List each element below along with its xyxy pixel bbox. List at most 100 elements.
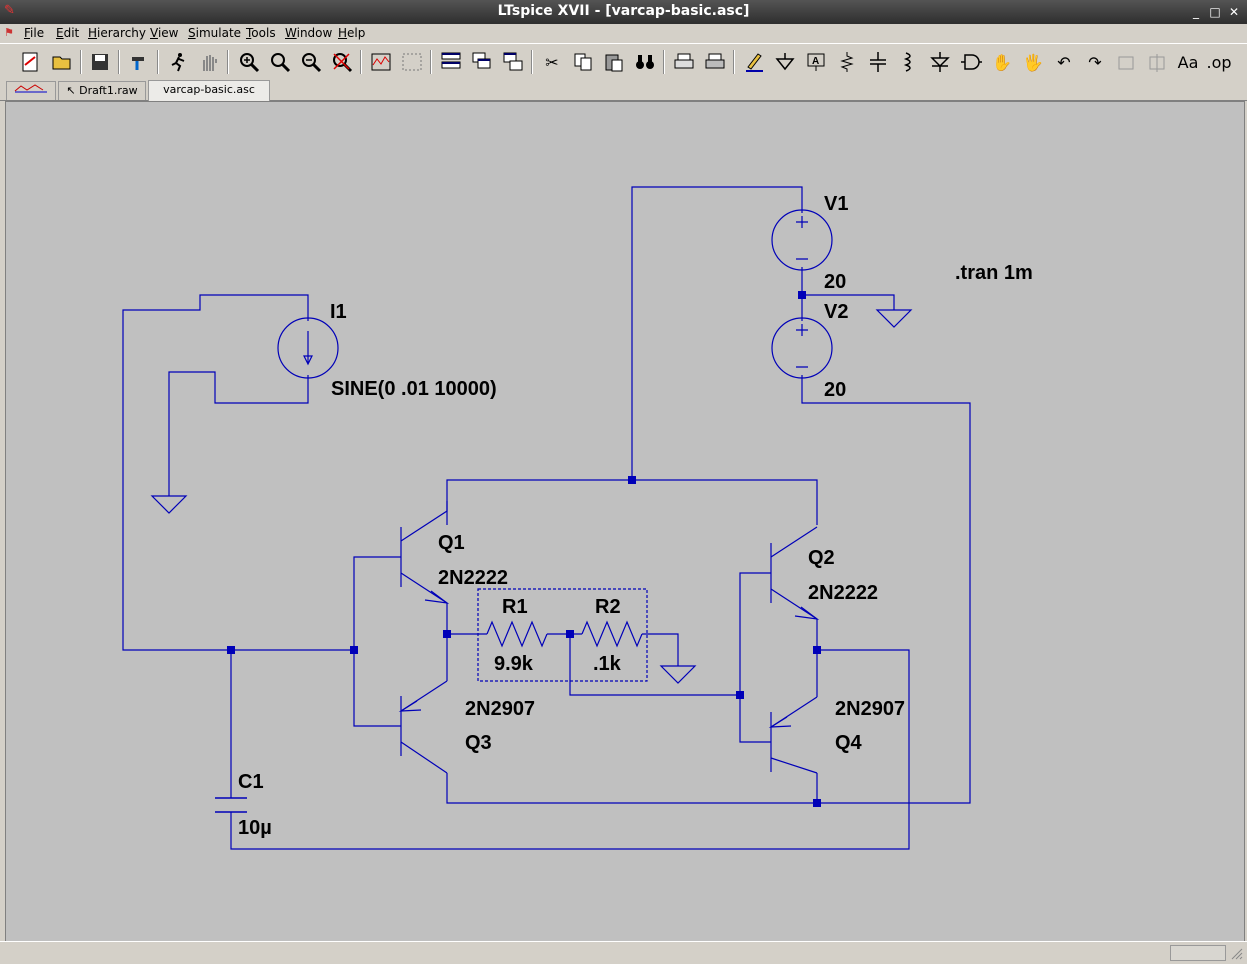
wire[interactable] — [168, 371, 309, 496]
wire[interactable] — [802, 294, 895, 310]
resistor-icon[interactable] — [834, 49, 860, 75]
ground-icon[interactable] — [772, 49, 798, 75]
q2-model[interactable]: 2N2222 — [808, 582, 878, 604]
waveform-icon[interactable] — [368, 49, 394, 75]
capacitor-c1-symbol[interactable] — [215, 797, 247, 813]
menu-window[interactable]: Window — [285, 26, 333, 40]
wire[interactable] — [353, 556, 401, 727]
halt-hand-icon[interactable] — [196, 49, 222, 75]
spice-directive-icon[interactable]: .op — [1206, 52, 1232, 72]
wire[interactable] — [569, 634, 740, 696]
voltage-source-v2-symbol[interactable] — [771, 317, 833, 379]
q3-name[interactable]: Q3 — [465, 732, 492, 754]
voltage-source-v1-symbol[interactable] — [771, 209, 833, 271]
find-binoculars-icon[interactable] — [632, 49, 658, 75]
undo-icon[interactable]: ↶ — [1057, 52, 1071, 72]
zoom-pan-icon[interactable] — [267, 49, 293, 75]
diode-icon[interactable] — [927, 49, 953, 75]
current-source-i1-symbol[interactable] — [277, 317, 339, 379]
transistor-q4-symbol[interactable] — [768, 696, 818, 774]
wire[interactable] — [230, 649, 910, 850]
r1-value[interactable]: 9.9k — [494, 653, 534, 675]
resize-grip-icon[interactable] — [1229, 946, 1243, 960]
label-net-icon[interactable]: A — [803, 49, 829, 75]
r1-name[interactable]: R1 — [502, 596, 528, 618]
wire[interactable] — [739, 572, 771, 743]
menu-file[interactable]: File — [24, 26, 45, 40]
paste-icon[interactable] — [601, 49, 627, 75]
inductor-icon[interactable] — [896, 49, 922, 75]
menu-help[interactable]: Help — [338, 26, 366, 40]
tab-waveform[interactable] — [6, 81, 56, 100]
r2-value[interactable]: .1k — [593, 653, 622, 675]
menu-hierarchy[interactable]: Hierarchy — [88, 26, 147, 40]
r2-name[interactable]: R2 — [595, 596, 621, 618]
menu-simulate[interactable]: Simulate — [188, 26, 242, 40]
run-icon[interactable] — [165, 49, 191, 75]
open-icon[interactable] — [49, 49, 75, 75]
redo-icon[interactable]: ↷ — [1088, 52, 1102, 72]
tile-horizontal-icon[interactable] — [438, 49, 464, 75]
draw-wire-pencil-icon[interactable] — [741, 49, 767, 75]
wire[interactable] — [801, 375, 971, 804]
component-icon[interactable] — [958, 49, 984, 75]
print-setup-icon[interactable] — [671, 49, 697, 75]
transistor-q1-symbol[interactable] — [400, 501, 450, 604]
schematic-drawing[interactable]: .tran 1m V1 20 V2 20 I1 SINE(0 .01 10000… — [6, 102, 1244, 941]
wire[interactable] — [446, 479, 818, 525]
menu-edit[interactable]: Edit — [56, 26, 80, 40]
junction-dot — [813, 799, 821, 807]
print-icon[interactable] — [702, 49, 728, 75]
schematic-canvas[interactable]: .tran 1m V1 20 V2 20 I1 SINE(0 .01 10000… — [5, 101, 1245, 942]
copy-icon[interactable] — [570, 49, 596, 75]
maximize-icon[interactable]: □ — [1209, 5, 1221, 19]
zoom-fit-icon[interactable] — [329, 49, 355, 75]
transistor-q2-symbol[interactable] — [770, 526, 820, 620]
save-icon[interactable] — [87, 49, 113, 75]
c1-name[interactable]: C1 — [238, 771, 264, 793]
q2-name[interactable]: Q2 — [808, 547, 835, 569]
close-icon[interactable]: ✕ — [1228, 5, 1240, 19]
mirror-icon[interactable] — [1144, 49, 1170, 75]
drag-hand-icon[interactable]: 🖐 — [1023, 52, 1043, 72]
tile-vertical-icon[interactable] — [500, 49, 526, 75]
text-icon[interactable]: Aa — [1177, 52, 1199, 72]
tab-varcap-basic-asc[interactable]: varcap-basic.asc — [148, 80, 270, 101]
transistor-q3-symbol[interactable] — [398, 680, 448, 774]
tab-draft1-raw[interactable]: ↖ Draft1.raw — [58, 81, 146, 100]
menu-tools[interactable]: Tools — [246, 26, 276, 40]
wire[interactable] — [446, 773, 818, 804]
v2-value[interactable]: 20 — [824, 379, 846, 401]
v1-value[interactable]: 20 — [824, 271, 846, 293]
new-schematic-icon[interactable] — [17, 49, 43, 75]
c1-value[interactable]: 10µ — [238, 817, 272, 839]
zoom-out-icon[interactable] — [298, 49, 324, 75]
move-hand-icon[interactable]: ✋ — [992, 52, 1012, 72]
q4-name[interactable]: Q4 — [835, 732, 863, 754]
autorange-icon[interactable] — [399, 49, 425, 75]
zoom-in-icon[interactable] — [236, 49, 262, 75]
capacitor-icon[interactable] — [865, 49, 891, 75]
ltspice-app-icon[interactable]: ✎ — [4, 3, 15, 18]
wire[interactable] — [122, 294, 354, 651]
wire[interactable] — [631, 186, 803, 480]
q1-name[interactable]: Q1 — [438, 532, 465, 554]
minimize-icon[interactable]: _ — [1193, 5, 1199, 19]
spice-directive-text[interactable]: .tran 1m — [955, 262, 1033, 284]
q4-model[interactable]: 2N2907 — [835, 698, 905, 720]
q1-model[interactable]: 2N2222 — [438, 567, 508, 589]
cut-icon[interactable]: ✂ — [545, 52, 559, 72]
resistor-r1-symbol[interactable] — [486, 620, 548, 648]
q3-model[interactable]: 2N2907 — [465, 698, 535, 720]
document-icon[interactable]: ⚑ — [4, 26, 14, 39]
v1-name[interactable]: V1 — [824, 193, 848, 215]
resistor-r2-symbol[interactable] — [581, 620, 643, 648]
control-panel-hammer-icon[interactable] — [126, 49, 152, 75]
cascade-icon[interactable] — [469, 49, 495, 75]
menu-view[interactable]: View — [150, 26, 179, 40]
rotate-icon[interactable] — [1113, 49, 1139, 75]
i1-name[interactable]: I1 — [330, 301, 347, 323]
wire[interactable] — [642, 633, 679, 666]
i1-value[interactable]: SINE(0 .01 10000) — [331, 378, 497, 400]
v2-name[interactable]: V2 — [824, 301, 848, 323]
